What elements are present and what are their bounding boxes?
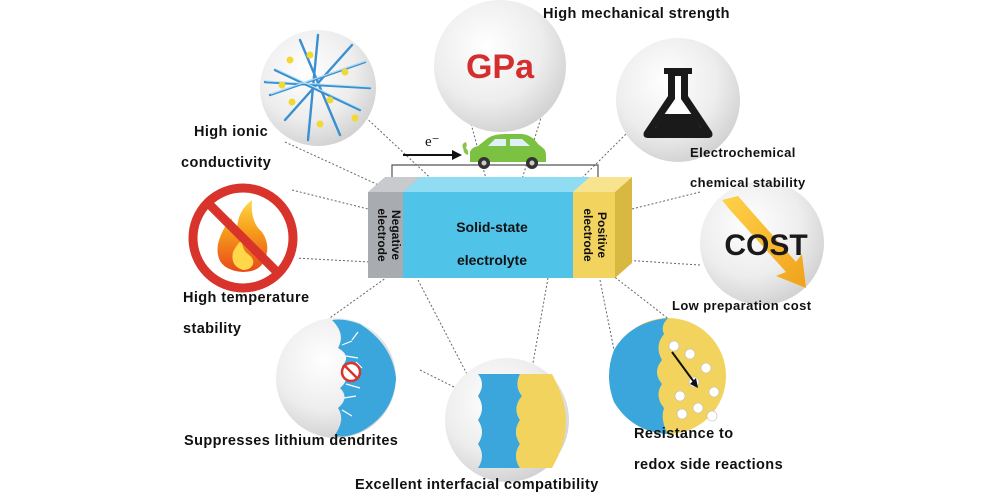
positive-electrode-label-2: electrode xyxy=(581,208,595,262)
negative-electrode-label-1: Negative xyxy=(389,210,403,260)
label-redox-side-reactions: redox side reactions xyxy=(634,457,784,473)
redox-resistance-circle xyxy=(609,318,726,434)
solid-state-electrolyte xyxy=(403,177,590,278)
electrochemical-stability-circle xyxy=(616,38,740,162)
label-suppresses-lithium-dendrites: Suppresses lithium dendrites xyxy=(184,433,399,449)
label-high-mechanical-strength: High mechanical strength xyxy=(543,6,730,22)
lithium-dendrites-circle xyxy=(276,318,396,438)
positive-electrode-label-1: Positive xyxy=(595,212,609,258)
no-dendrite-icon xyxy=(340,361,362,383)
label-low-preparation-cost: Low preparation cost xyxy=(672,298,812,313)
high-temperature-circle xyxy=(185,180,301,296)
prohibited-sign-icon xyxy=(188,183,298,293)
label-resistance-to: Resistance to xyxy=(634,426,734,442)
cost-icon-text: COST xyxy=(724,229,807,262)
ionic-conductivity-circle xyxy=(260,30,376,146)
mechanical-strength-circle: GPa xyxy=(434,0,566,132)
negative-electrode-label-2: electrode xyxy=(375,208,389,262)
electron-label: e⁻ xyxy=(425,134,440,150)
positive-electrode xyxy=(573,177,632,278)
electrolyte-label-1: Solid-state xyxy=(456,219,528,235)
label-electrochemical: Electrochemical xyxy=(690,145,796,160)
interfacial-compatibility-circle xyxy=(445,358,569,482)
electrolyte-label-2: electrolyte xyxy=(457,252,527,268)
down-arrow-icon xyxy=(722,196,806,288)
battery-assembly: Negative electrode Positive electrode So… xyxy=(368,134,632,278)
low-cost-circle: COST xyxy=(700,181,824,305)
label-high-ionic: High ionic xyxy=(194,124,269,140)
label-high-temperature: High temperature xyxy=(183,290,310,306)
gpa-icon-text: GPa xyxy=(466,48,535,86)
label-stability: stability xyxy=(183,321,242,337)
label-excellent-interfacial-compatibility: Excellent interfacial compatibility xyxy=(355,477,599,493)
label-conductivity: conductivity xyxy=(181,155,272,171)
label-chemical-stability: chemical stability xyxy=(690,175,806,190)
flask-icon xyxy=(643,68,713,138)
electric-car-icon xyxy=(462,134,546,169)
electron-flow-arrow xyxy=(403,150,462,160)
reaction-arrow-icon xyxy=(671,351,698,388)
